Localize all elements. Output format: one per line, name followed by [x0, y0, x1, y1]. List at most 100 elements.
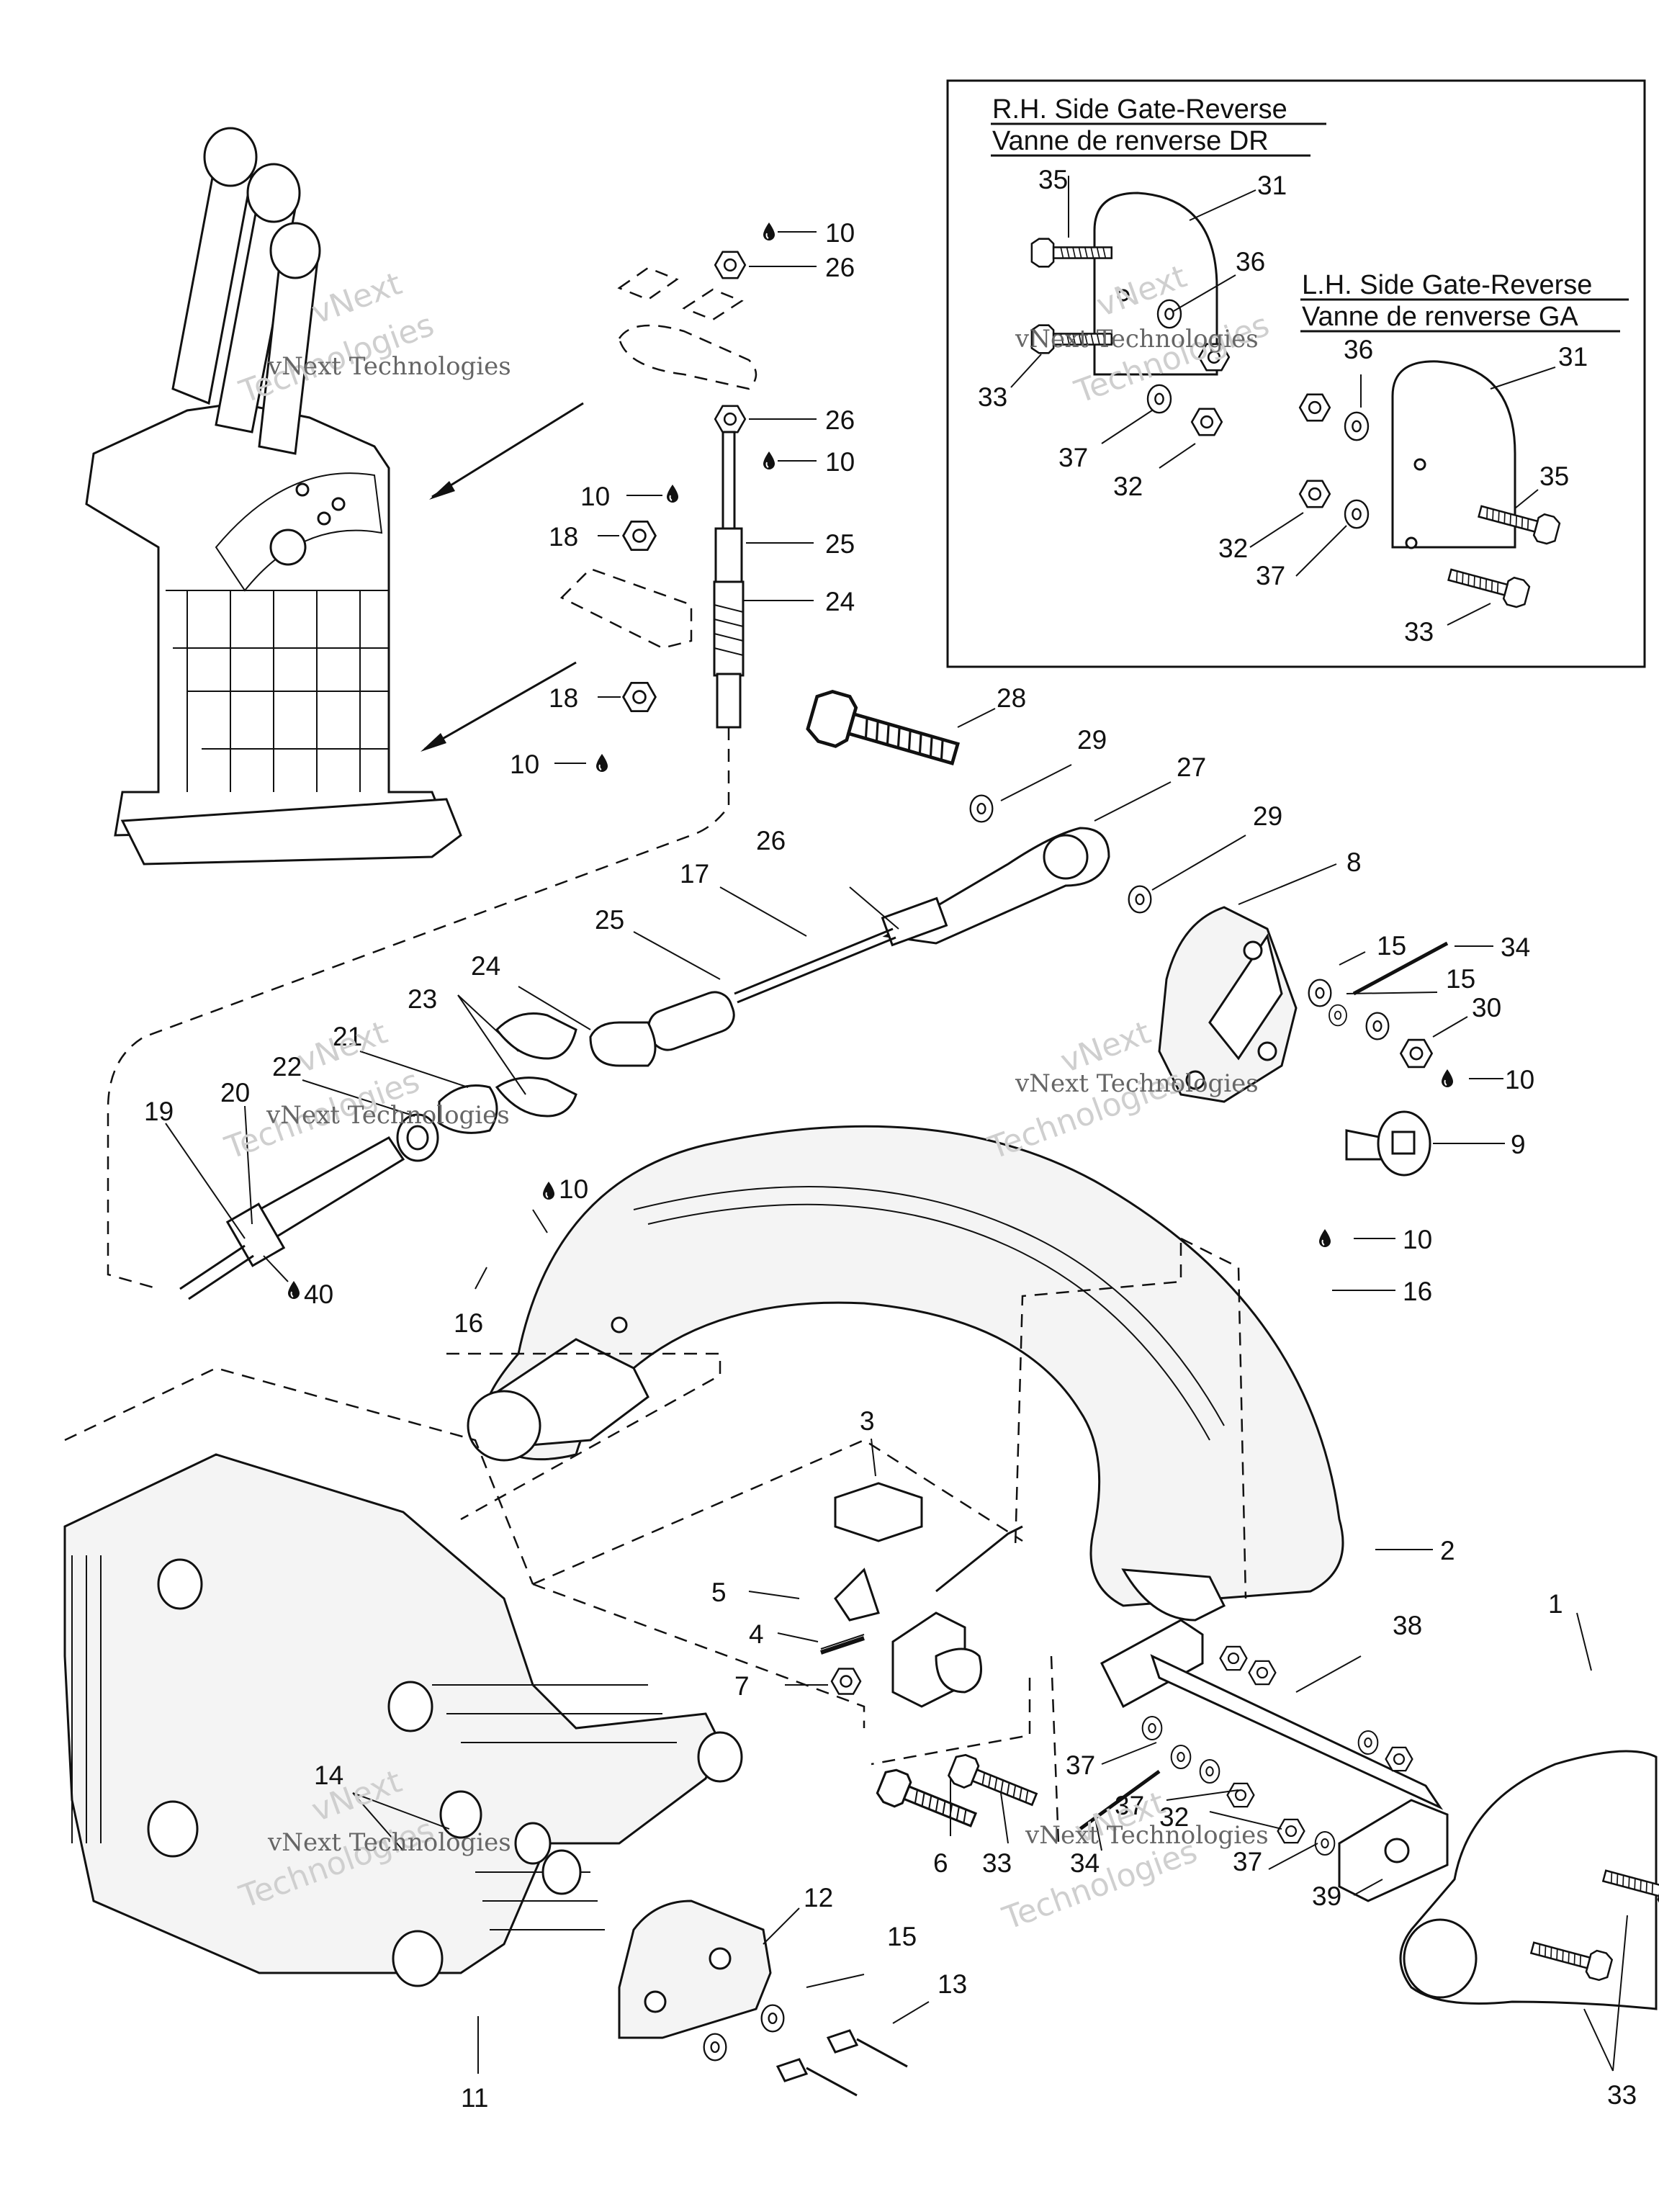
callout-37: 37 — [1058, 443, 1088, 472]
rh-inset-title: R.H. Side Gate-Reverse — [992, 94, 1287, 125]
callout-36: 36 — [1236, 247, 1265, 276]
callout-12: 12 — [804, 1883, 833, 1912]
callout-18: 18 — [549, 522, 578, 552]
callout-22: 22 — [272, 1052, 302, 1082]
callout-40: 40 — [304, 1280, 333, 1309]
callout-11: 11 — [461, 2083, 488, 2113]
lh-washer-37 — [1344, 499, 1370, 529]
plate-12 — [618, 1899, 908, 2097]
callout-10: 10 — [1505, 1065, 1534, 1094]
callout-5: 5 — [711, 1578, 727, 1607]
callout-34: 34 — [1070, 1848, 1100, 1878]
callout-15: 15 — [1377, 931, 1406, 961]
shaft-washer-a — [1141, 1716, 1163, 1740]
callout-28: 28 — [997, 683, 1026, 713]
watermark-text: vNext Technologies — [267, 1828, 511, 1857]
callout-33: 33 — [1404, 617, 1434, 647]
control-lever-assembly — [85, 127, 462, 866]
nut-7 — [830, 1668, 862, 1695]
callout-26: 26 — [825, 253, 855, 282]
shaft-nut-d — [1277, 1818, 1305, 1844]
shaft-washer-d — [1314, 1831, 1336, 1856]
callout-21: 21 — [333, 1022, 362, 1051]
nut-18-lower — [622, 682, 657, 712]
watermark-text: vNext Technologies — [1015, 1069, 1259, 1098]
callout-25: 25 — [595, 905, 624, 935]
callout-1: 1 — [1548, 1589, 1563, 1619]
lh-nut-32 — [1298, 480, 1331, 508]
callout-38: 38 — [1393, 1611, 1422, 1640]
washer-15-lower-a — [760, 2004, 785, 2033]
callout-20: 20 — [220, 1078, 250, 1107]
rh-inset-subtitle: Vanne de renverse DR — [992, 126, 1269, 156]
callout-10: 10 — [825, 218, 855, 248]
callout-31: 31 — [1257, 171, 1287, 200]
callout-15: 15 — [887, 1922, 917, 1951]
lh-inset-title: L.H. Side Gate-Reverse — [1302, 270, 1592, 300]
callout-37: 37 — [1066, 1750, 1095, 1780]
callout-25: 25 — [825, 529, 855, 559]
callout-39: 39 — [1312, 1881, 1341, 1911]
bolt-33-lower — [945, 1750, 1041, 1815]
washer-15-c — [1365, 1012, 1390, 1040]
callout-3: 3 — [860, 1406, 875, 1436]
callout-30: 30 — [1472, 993, 1501, 1022]
callout-4: 4 — [749, 1619, 764, 1649]
cable-end-upper — [107, 251, 757, 1290]
watermark-text: vNext Technologies — [1015, 325, 1259, 354]
callout-10: 10 — [825, 447, 855, 477]
watermark-text: vNext Technologies — [267, 352, 511, 381]
callout-36: 36 — [1344, 335, 1373, 364]
oil-drop-icon — [287, 1280, 300, 1300]
callout-26: 26 — [825, 405, 855, 435]
callout-16: 16 — [1403, 1277, 1432, 1306]
watermark-text: vNext Technologies — [1025, 1821, 1269, 1850]
pump-housing — [63, 1453, 743, 1987]
washer-15-b — [1328, 1004, 1347, 1027]
rh-washer-36 — [1156, 299, 1182, 329]
bracket-8 — [1158, 906, 1449, 1177]
callout-37: 37 — [1233, 1847, 1262, 1876]
callout-32: 32 — [1113, 472, 1143, 501]
watermarks: vNext Technologies vNext Technologies vN… — [220, 258, 1274, 1937]
oil-drop-icon — [595, 753, 608, 773]
callout-8: 8 — [1346, 848, 1362, 877]
nut-26-mid — [714, 405, 747, 433]
lh-gate-plate — [1391, 360, 1516, 549]
callout-14: 14 — [314, 1761, 343, 1790]
callout-9: 9 — [1511, 1130, 1526, 1159]
oil-drop-icon — [542, 1181, 555, 1200]
callout-15: 15 — [1446, 964, 1475, 994]
callout-33: 33 — [978, 382, 1007, 412]
callout-33: 33 — [1607, 2080, 1637, 2110]
callout-16: 16 — [454, 1308, 483, 1338]
callout-37: 37 — [1256, 561, 1285, 590]
lh-washer-36 — [1344, 411, 1370, 441]
washer-15-a — [1308, 979, 1332, 1007]
callout-10: 10 — [1403, 1225, 1432, 1254]
watermark-text: vNext Technologies — [266, 1101, 510, 1130]
callout-35: 35 — [1539, 462, 1569, 491]
callout-31: 31 — [1558, 342, 1588, 372]
callout-17: 17 — [680, 859, 709, 889]
callout-33: 33 — [982, 1848, 1012, 1878]
callout-10: 10 — [580, 482, 610, 511]
callout-13: 13 — [938, 1969, 967, 1999]
rh-nut-32 — [1190, 408, 1223, 436]
callout-24: 24 — [825, 587, 855, 616]
callout-29: 29 — [1077, 725, 1107, 755]
shaft-nut-a — [1219, 1645, 1248, 1671]
callout-24: 24 — [471, 951, 500, 981]
callout-2: 2 — [1440, 1536, 1455, 1565]
callout-27: 27 — [1177, 752, 1206, 782]
shaft-nut-c — [1226, 1782, 1255, 1808]
shaft-washer-c — [1199, 1759, 1220, 1784]
gate-reverse-inset: R.H. Side Gate-Reverse Vanne de renverse… — [946, 79, 1646, 668]
oil-drop-icon — [763, 222, 775, 241]
small-parts-group — [820, 1482, 1023, 1708]
nut-18-upper — [622, 521, 657, 551]
washer-29-a — [969, 794, 994, 823]
oil-drop-icon — [763, 451, 775, 470]
callout-34: 34 — [1501, 932, 1530, 962]
